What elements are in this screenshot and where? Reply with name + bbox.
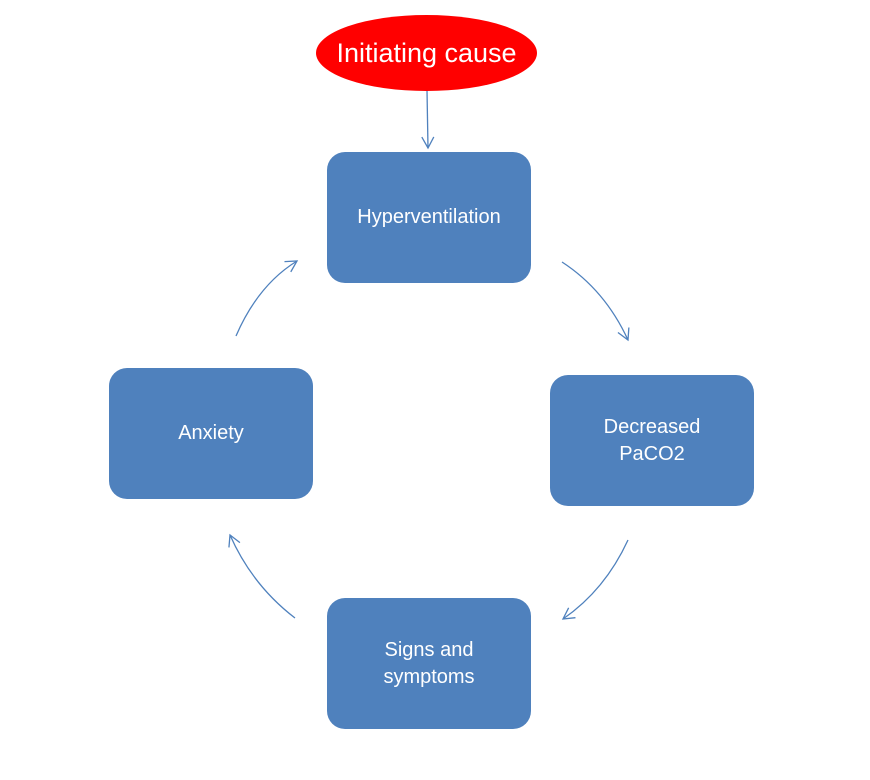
signs-and-symptoms-label-line2: symptoms — [383, 665, 475, 688]
arrow-initiating-to-hyperventilation — [421, 89, 435, 150]
initiating-cause-label: Initiating cause — [336, 37, 517, 68]
decreased-paco2-label-line1: Decreased — [603, 415, 701, 438]
arrow-signs-to-anxiety — [228, 533, 296, 619]
initiating-cause-node: Initiating cause — [316, 15, 537, 91]
arrow-paco2-to-signs — [561, 539, 629, 620]
signs-and-symptoms-node: Signs and symptoms — [327, 598, 531, 729]
hyperventilation-label: Hyperventilation — [357, 206, 501, 228]
signs-and-symptoms-label-line1: Signs and — [384, 638, 474, 661]
arrow-hyperventilation-to-paco2 — [561, 261, 630, 342]
hyperventilation-node: Hyperventilation — [327, 152, 531, 283]
anxiety-node: Anxiety — [109, 368, 313, 499]
decreased-paco2-label-line2: PaCO2 — [619, 442, 685, 465]
arrow-anxiety-to-hyperventilation — [235, 260, 299, 337]
decreased-paco2-node: Decreased PaCO2 — [550, 375, 754, 506]
anxiety-label: Anxiety — [178, 422, 244, 444]
